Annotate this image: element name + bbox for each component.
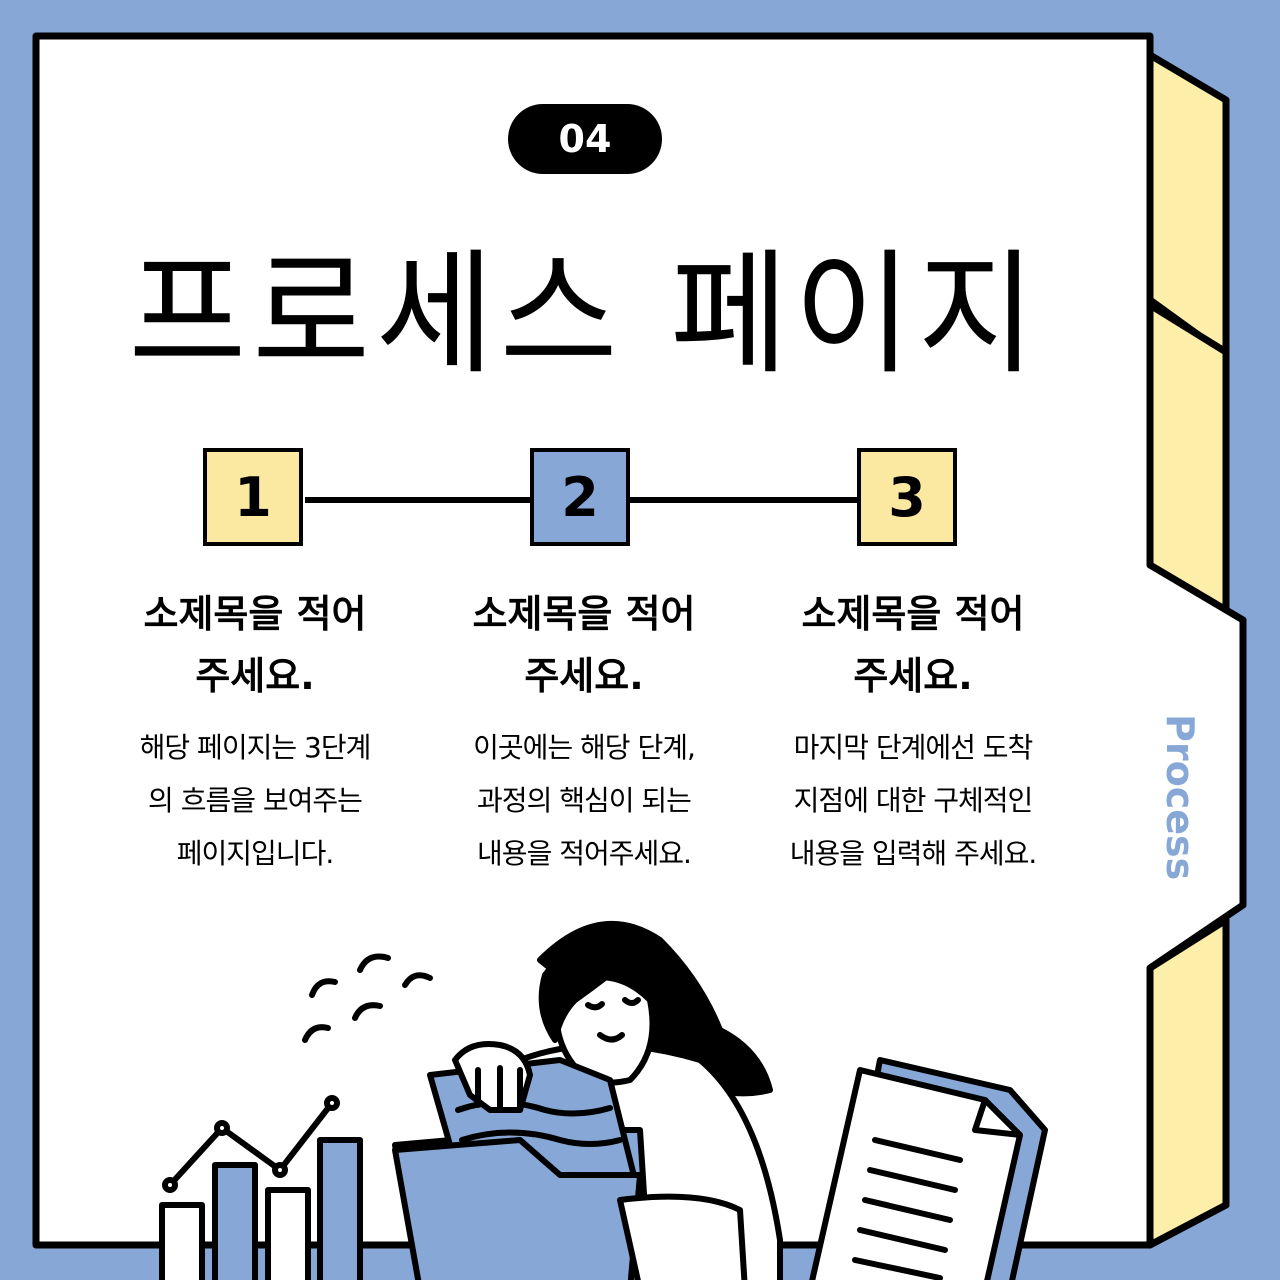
step-1-number-box: 1: [203, 448, 303, 546]
woman-reading-documents-illustration: [159, 921, 1048, 1280]
step-3-text: 소제목을 적어주세요. 마지막 단계에선 도착 지점에 대한 구체적인 내용을 …: [763, 584, 1063, 881]
step-1-number: 1: [234, 465, 272, 529]
step-3-number-box: 3: [857, 448, 957, 546]
folder-tab-3: [1146, 916, 1230, 1249]
step-1-subtitle: 소제목을 적어주세요.: [143, 592, 367, 698]
step-2-number-box: 2: [530, 448, 630, 546]
step-1-description: 해당 페이지는 3단계 의 흐름을 보여주는 페이지입니다.: [139, 731, 372, 871]
page-title: 프로세스 페이지: [128, 236, 1042, 394]
main-card: [32, 32, 1247, 1249]
step-2-description: 이곳에는 해당 단계, 과정의 핵심이 되는 내용을 적어주세요.: [473, 731, 696, 871]
step-3-number: 3: [888, 465, 926, 529]
step-2-subtitle: 소제목을 적어주세요.: [472, 592, 696, 698]
step-3-subtitle: 소제목을 적어주세요.: [801, 592, 1025, 698]
step-2-number: 2: [561, 465, 599, 529]
step-3-description: 마지막 단계에선 도착 지점에 대한 구체적인 내용을 입력해 주세요.: [789, 731, 1038, 871]
step-1-text: 소제목을 적어주세요. 해당 페이지는 3단계 의 흐름을 보여주는 페이지입니…: [105, 584, 405, 881]
step-2-text: 소제목을 적어주세요. 이곳에는 해당 단계, 과정의 핵심이 되는 내용을 적…: [434, 584, 734, 881]
page-number-badge: 04: [508, 104, 662, 174]
side-tab-label: Process: [1158, 714, 1202, 881]
